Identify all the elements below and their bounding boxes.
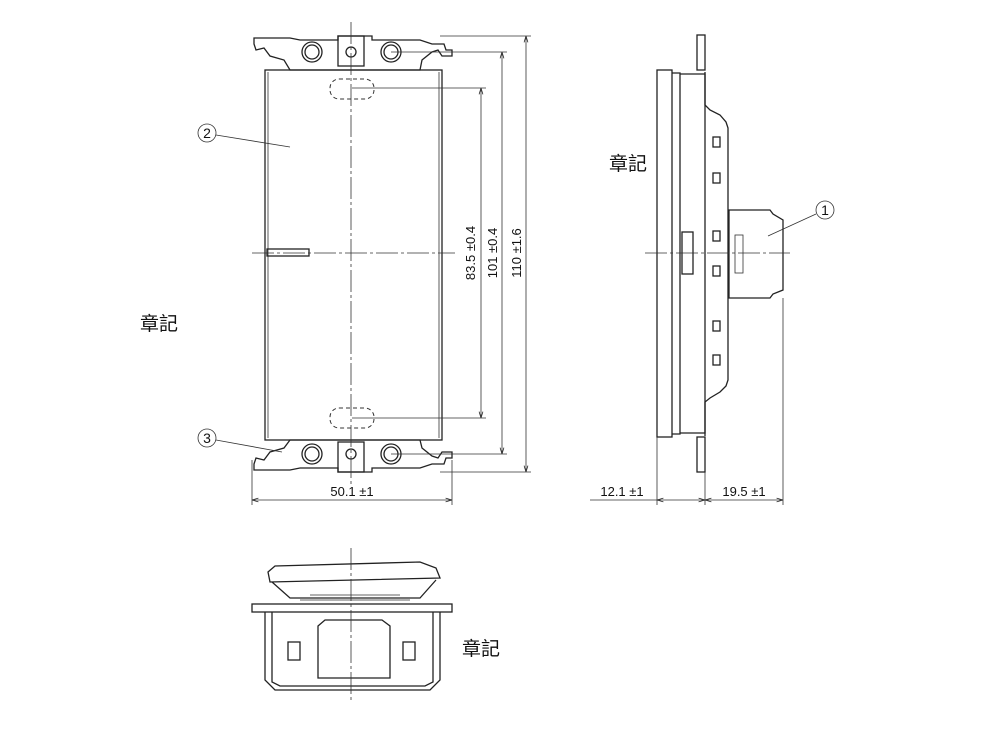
terminal-square [712,265,721,277]
actuator-latch [734,234,744,274]
width-label: 50.1 ±1 [330,484,373,499]
screw-hole [301,443,323,465]
screw-hole [301,41,323,63]
terminal-square [402,641,416,661]
bottom-mounting-bracket [253,439,453,473]
callout-circle-1 [815,200,835,220]
terminal-square [712,354,721,366]
mechanism-detail [300,594,410,601]
cover-layer [672,72,681,435]
top-bracket-edge [696,34,706,71]
top-slot [329,78,375,100]
frame-layer [680,73,706,434]
switch-body [264,69,443,441]
top-mounting-bracket [253,35,453,71]
callout-1: 1 [821,202,829,218]
cover-plate-edge [656,69,673,438]
base-center-recess [317,619,391,679]
terminal-square [712,172,721,184]
side-view: 1 12.1 ±1 19.5 ±1 章記 [590,34,835,505]
mounting-plate-edge [251,603,453,613]
terminal-square [712,230,721,242]
bottom-view: 章記 [251,548,500,700]
callout-3: 3 [203,430,211,446]
side-view-label: 章記 [609,153,647,175]
leader-line [215,134,291,148]
base-body [264,612,441,691]
terminal-square [712,320,721,332]
screw-pitch-label: 101 ±0.4 [485,228,500,279]
base-inner [271,612,434,687]
bottom-bracket-edge [696,436,706,473]
front-view: 83.5 ±0.4 101 ±0.4 110 ±1.6 50.1 ±1 2 3 … [140,22,531,505]
terminal-square [287,641,301,661]
slot-pitch-label: 83.5 ±0.4 [463,226,478,280]
screw-hole-inner [304,44,320,60]
callout-2: 2 [203,125,211,141]
bottom-view-label: 章記 [462,638,500,660]
callout-circle-2 [197,123,217,143]
actuator-part-1 [728,209,784,299]
callout-circle-3 [197,428,217,448]
height-label: 110 ±1.6 [509,228,524,278]
rear-body-profile [704,72,729,436]
indicator-tab [266,248,310,257]
rear-depth-label: 19.5 ±1 [722,484,765,499]
rocker-mechanism [271,579,437,599]
terminal-square [712,136,721,148]
leader-line [767,213,817,237]
rocker-cover [267,561,441,583]
front-view-label: 章記 [140,313,178,335]
screw-hole-inner [304,446,320,462]
leader-line [215,439,283,453]
front-depth-label: 12.1 ±1 [600,484,643,499]
